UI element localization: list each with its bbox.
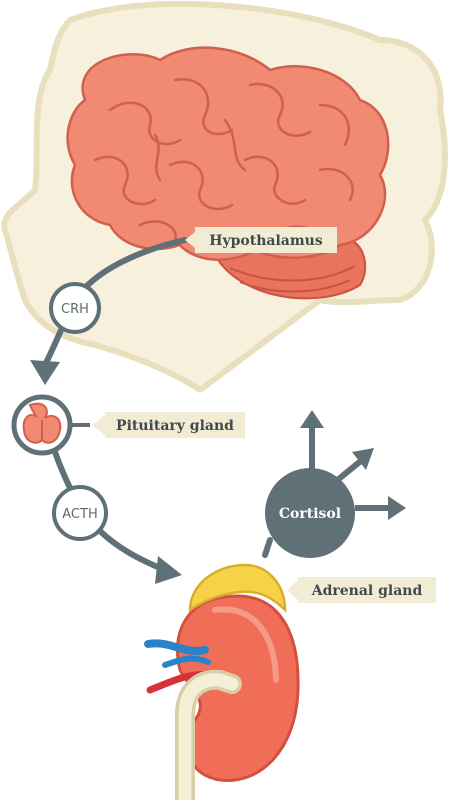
cortisol-node: Cortisol (262, 410, 406, 558)
arrowhead-to-pituitary (30, 360, 60, 385)
crh-node: CRH (49, 282, 101, 334)
acth-node: ACTH (52, 485, 108, 541)
acth-label: ACTH (62, 507, 97, 522)
pituitary-gland (11, 394, 90, 456)
cerebellum (213, 239, 367, 300)
adrenal-gland (188, 563, 287, 614)
brain (66, 46, 390, 261)
adrenal-label: Adrenal gland (287, 577, 436, 603)
hypothalamus-label: Hypothalamus (185, 227, 337, 253)
cortisol-label: Cortisol (279, 506, 341, 522)
renal-vessels (144, 639, 242, 800)
adrenal-text: Adrenal gland (311, 583, 423, 599)
crh-label: CRH (61, 302, 89, 317)
pituitary-label: Pituitary gland (92, 412, 245, 438)
hypothalamus-text: Hypothalamus (209, 233, 323, 249)
arrowhead-to-adrenal (155, 556, 182, 584)
pituitary-text: Pituitary gland (116, 418, 234, 434)
